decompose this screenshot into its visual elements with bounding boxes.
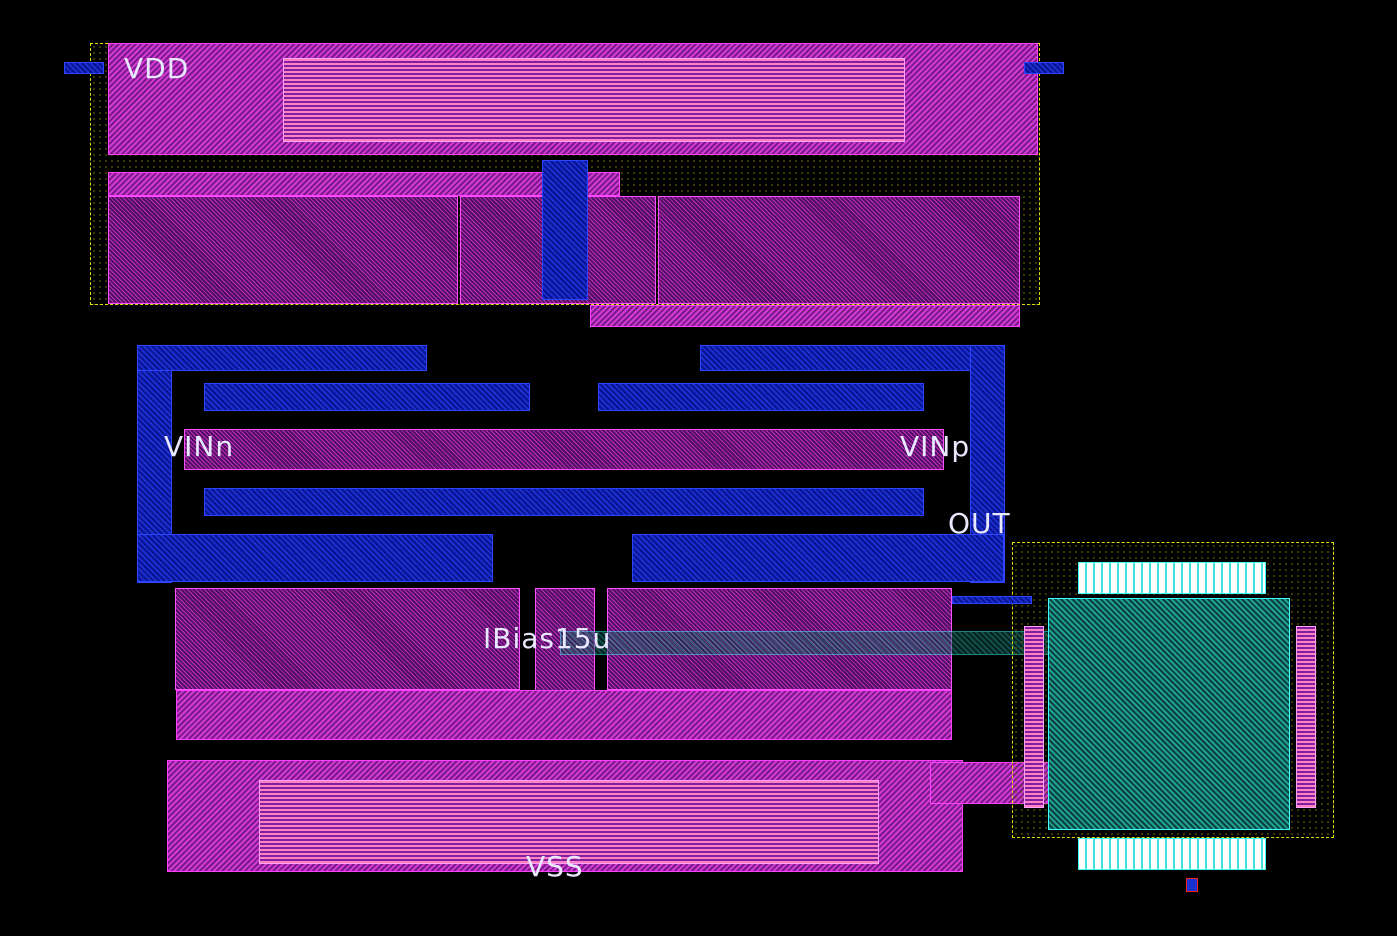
vinn-label: VINn bbox=[164, 430, 235, 463]
route-left-top bbox=[137, 345, 427, 371]
vdd-label: VDD bbox=[124, 52, 190, 85]
pmos-bar bbox=[108, 172, 620, 196]
cap-contact-bottom bbox=[1078, 838, 1266, 870]
ibias-label: IBias15u bbox=[483, 622, 612, 655]
vdd-pin-right[interactable] bbox=[1024, 62, 1064, 74]
nmos-source-bar bbox=[176, 690, 952, 740]
vss-via-array bbox=[259, 780, 879, 864]
diffpair-top-right bbox=[598, 383, 924, 411]
nmos-route-left bbox=[137, 534, 493, 582]
compensation-capacitor[interactable] bbox=[1048, 598, 1290, 830]
diffpair-top-left bbox=[204, 383, 530, 411]
route-right-top bbox=[700, 345, 1005, 371]
vdd-via-array bbox=[283, 58, 905, 142]
diff-pair-array[interactable] bbox=[184, 429, 944, 470]
vss-label: VSS bbox=[526, 850, 584, 883]
cap-contact-top bbox=[1078, 562, 1266, 594]
pmos-array-right[interactable] bbox=[658, 196, 1020, 304]
pmos-drain-bar bbox=[590, 305, 1020, 327]
pmos-array-left[interactable] bbox=[108, 196, 458, 304]
out-label: OUT bbox=[948, 507, 1011, 540]
cap-contact-left bbox=[1024, 626, 1044, 808]
vinp-label: VINp bbox=[900, 430, 971, 463]
pmos-center-strap bbox=[542, 160, 588, 300]
vdd-pin-left[interactable] bbox=[64, 62, 104, 74]
cap-pin-bottom[interactable] bbox=[1186, 878, 1198, 892]
out-to-cap bbox=[952, 596, 1032, 604]
nmos-route-right bbox=[632, 534, 1004, 582]
nmos-array-left[interactable] bbox=[175, 588, 520, 690]
diffpair-bottom bbox=[204, 488, 924, 516]
cap-contact-right bbox=[1296, 626, 1316, 808]
